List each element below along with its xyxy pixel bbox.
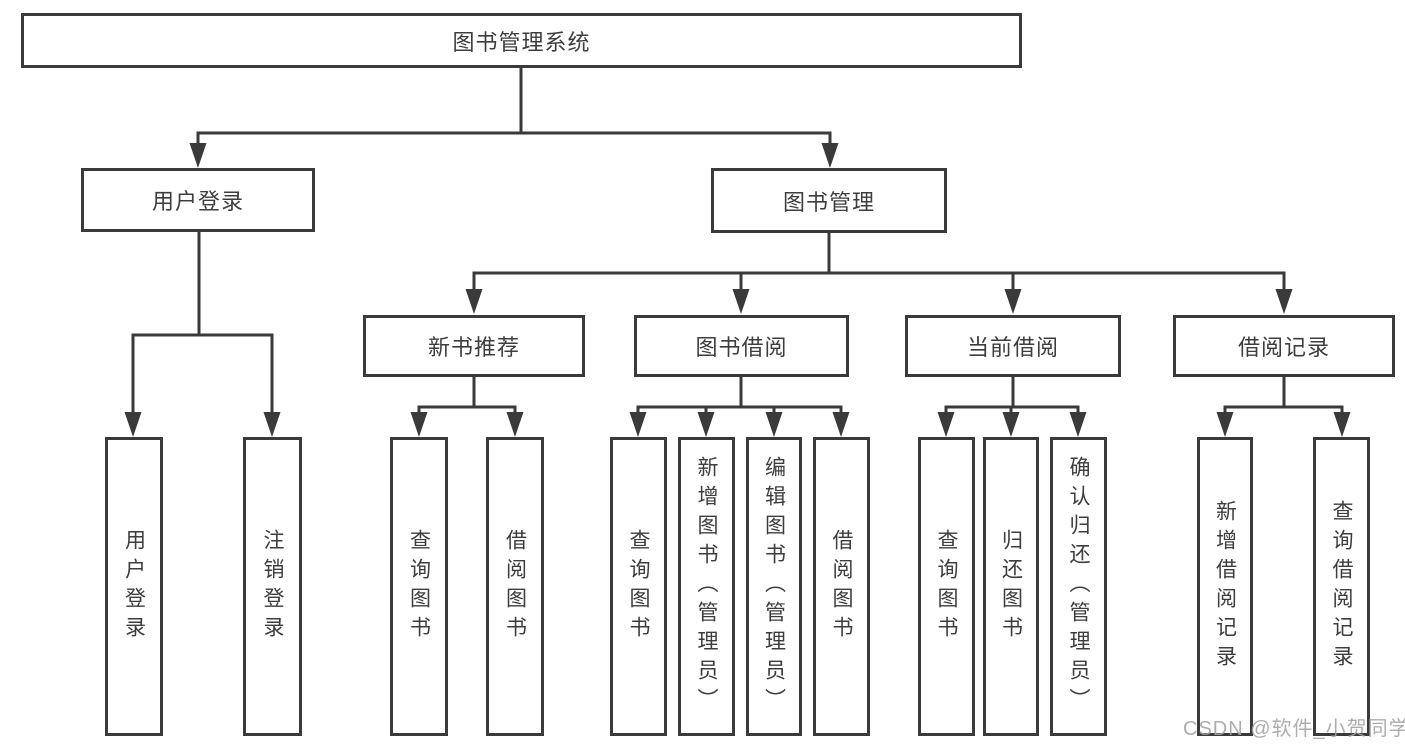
leaf-logout-label: 注销登录 xyxy=(261,528,284,645)
leaf-current-query-books-label: 查询图书 xyxy=(935,528,958,645)
leaf-add-borrow-record: 新增借阅记录 xyxy=(1197,437,1253,736)
node-book-borrow: 图书借阅 xyxy=(634,315,849,377)
node-user-login-label: 用户登录 xyxy=(151,189,244,214)
leaf-recommend-borrow-books-label: 借阅图书 xyxy=(503,528,527,645)
leaf-recommend-borrow-books: 借阅图书 xyxy=(486,437,544,736)
node-book-borrow-label: 图书借阅 xyxy=(695,335,788,360)
leaf-logout: 注销登录 xyxy=(243,437,302,736)
leaf-borrow-query-books: 查询图书 xyxy=(610,437,667,736)
leaf-borrow-query-books-label: 查询图书 xyxy=(627,528,650,645)
leaf-user-login: 用户登录 xyxy=(105,437,163,736)
leaf-borrow-book: 借阅图书 xyxy=(813,437,870,736)
leaf-confirm-return-admin: 确认归还（管理员） xyxy=(1050,437,1107,736)
node-borrow-records-label: 借阅记录 xyxy=(1237,335,1330,360)
node-book-management-label: 图书管理 xyxy=(782,189,875,215)
leaf-edit-book-admin: 编辑图书（管理员） xyxy=(746,437,802,736)
leaf-return-book: 归还图书 xyxy=(983,437,1039,736)
leaf-current-query-books: 查询图书 xyxy=(918,437,975,736)
leaf-add-borrow-record-label: 新增借阅记录 xyxy=(1213,499,1237,674)
node-current-borrow: 当前借阅 xyxy=(905,315,1121,377)
node-user-login: 用户登录 xyxy=(81,168,315,232)
node-new-book-recommend: 新书推荐 xyxy=(363,315,585,377)
node-root-label: 图书管理系统 xyxy=(452,29,591,55)
leaf-query-borrow-record: 查询借阅记录 xyxy=(1313,437,1370,736)
leaf-query-borrow-record-label: 查询借阅记录 xyxy=(1330,499,1353,674)
leaf-user-login-label: 用户登录 xyxy=(122,528,146,645)
leaf-recommend-query-books: 查询图书 xyxy=(390,437,448,736)
node-root: 图书管理系统 xyxy=(21,13,1022,68)
leaf-add-book-admin: 新增图书（管理员） xyxy=(678,437,735,736)
node-new-book-recommend-label: 新书推荐 xyxy=(427,335,520,360)
leaf-return-book-label: 归还图书 xyxy=(999,528,1023,645)
leaf-confirm-return-admin-label: 确认归还（管理员） xyxy=(1067,456,1090,717)
node-current-borrow-label: 当前借阅 xyxy=(966,335,1059,360)
node-borrow-records: 借阅记录 xyxy=(1173,315,1395,377)
leaf-borrow-book-label: 借阅图书 xyxy=(830,528,853,645)
leaf-add-book-admin-label: 新增图书（管理员） xyxy=(695,456,718,717)
node-book-management: 图书管理 xyxy=(711,168,947,233)
leaf-edit-book-admin-label: 编辑图书（管理员） xyxy=(762,456,786,717)
watermark: CSDN @软件_小贺同学 xyxy=(1183,718,1405,740)
leaf-recommend-query-books-label: 查询图书 xyxy=(407,528,431,645)
